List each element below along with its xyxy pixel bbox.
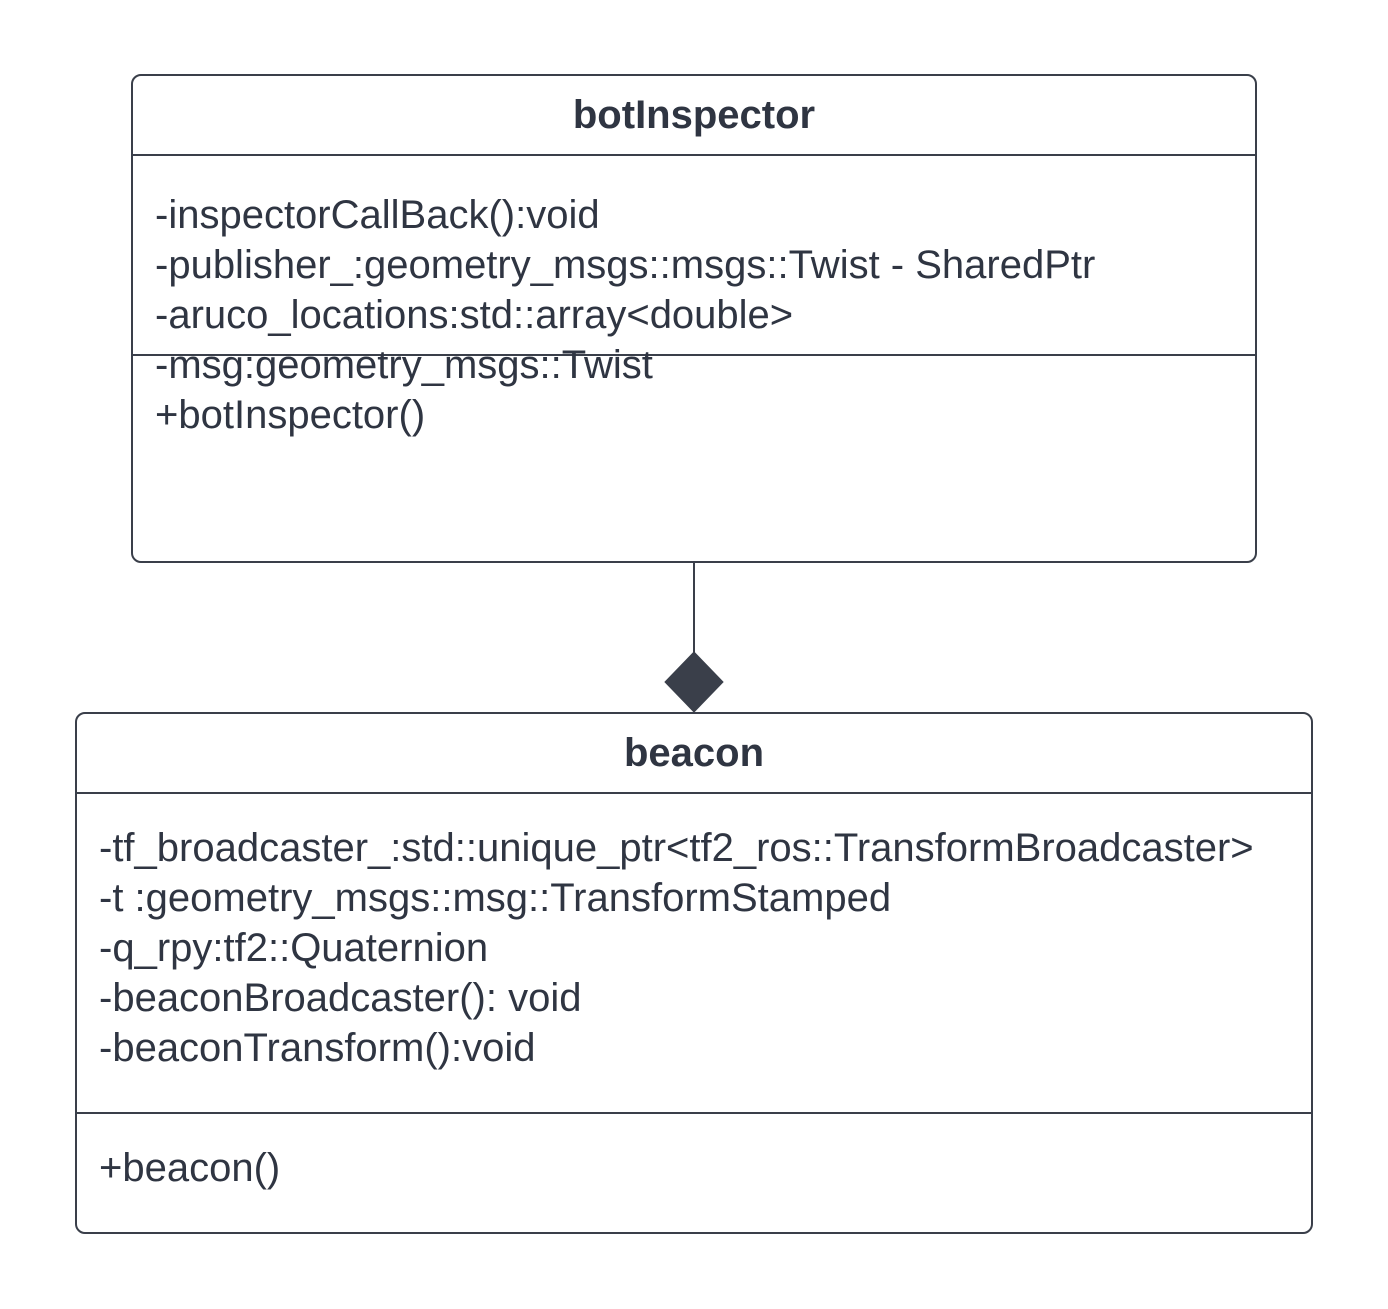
attribute-row: -msg:geometry_msgs::Twist (155, 343, 653, 387)
class-box-botinspector[interactable]: botInspector -inspectorCallBack():void -… (131, 74, 1257, 563)
attribute-row: -tf_broadcaster_:std::unique_ptr<tf2_ros… (99, 826, 1254, 870)
operation-row: +beacon() (99, 1146, 281, 1190)
class-box-beacon[interactable]: beacon -tf_broadcaster_:std::unique_ptr<… (75, 712, 1313, 1234)
attribute-row: -inspectorCallBack():void (155, 193, 600, 237)
attributes-section: -inspectorCallBack():void -publisher_:ge… (133, 156, 1255, 387)
attribute-row: -aruco_locations:std::array<double> (155, 293, 794, 337)
operation-row: +botInspector() (155, 393, 426, 437)
operations-section: +botInspector() (133, 356, 1255, 440)
attribute-row: -q_rpy:tf2::Quaternion (99, 926, 489, 970)
attributes-section: -tf_broadcaster_:std::unique_ptr<tf2_ros… (77, 794, 1311, 1114)
attribute-row: -beaconBroadcaster(): void (99, 976, 582, 1020)
operations-section: +beacon() (77, 1114, 1311, 1193)
composition-diamond (664, 651, 724, 713)
attribute-row: -t :geometry_msgs::msg::TransformStamped (99, 876, 892, 920)
attribute-row: -beaconTransform():void (99, 1026, 536, 1070)
class-name: beacon (77, 714, 1311, 794)
attribute-row: -publisher_:geometry_msgs::msgs::Twist -… (155, 243, 1096, 287)
class-name: botInspector (133, 76, 1255, 156)
